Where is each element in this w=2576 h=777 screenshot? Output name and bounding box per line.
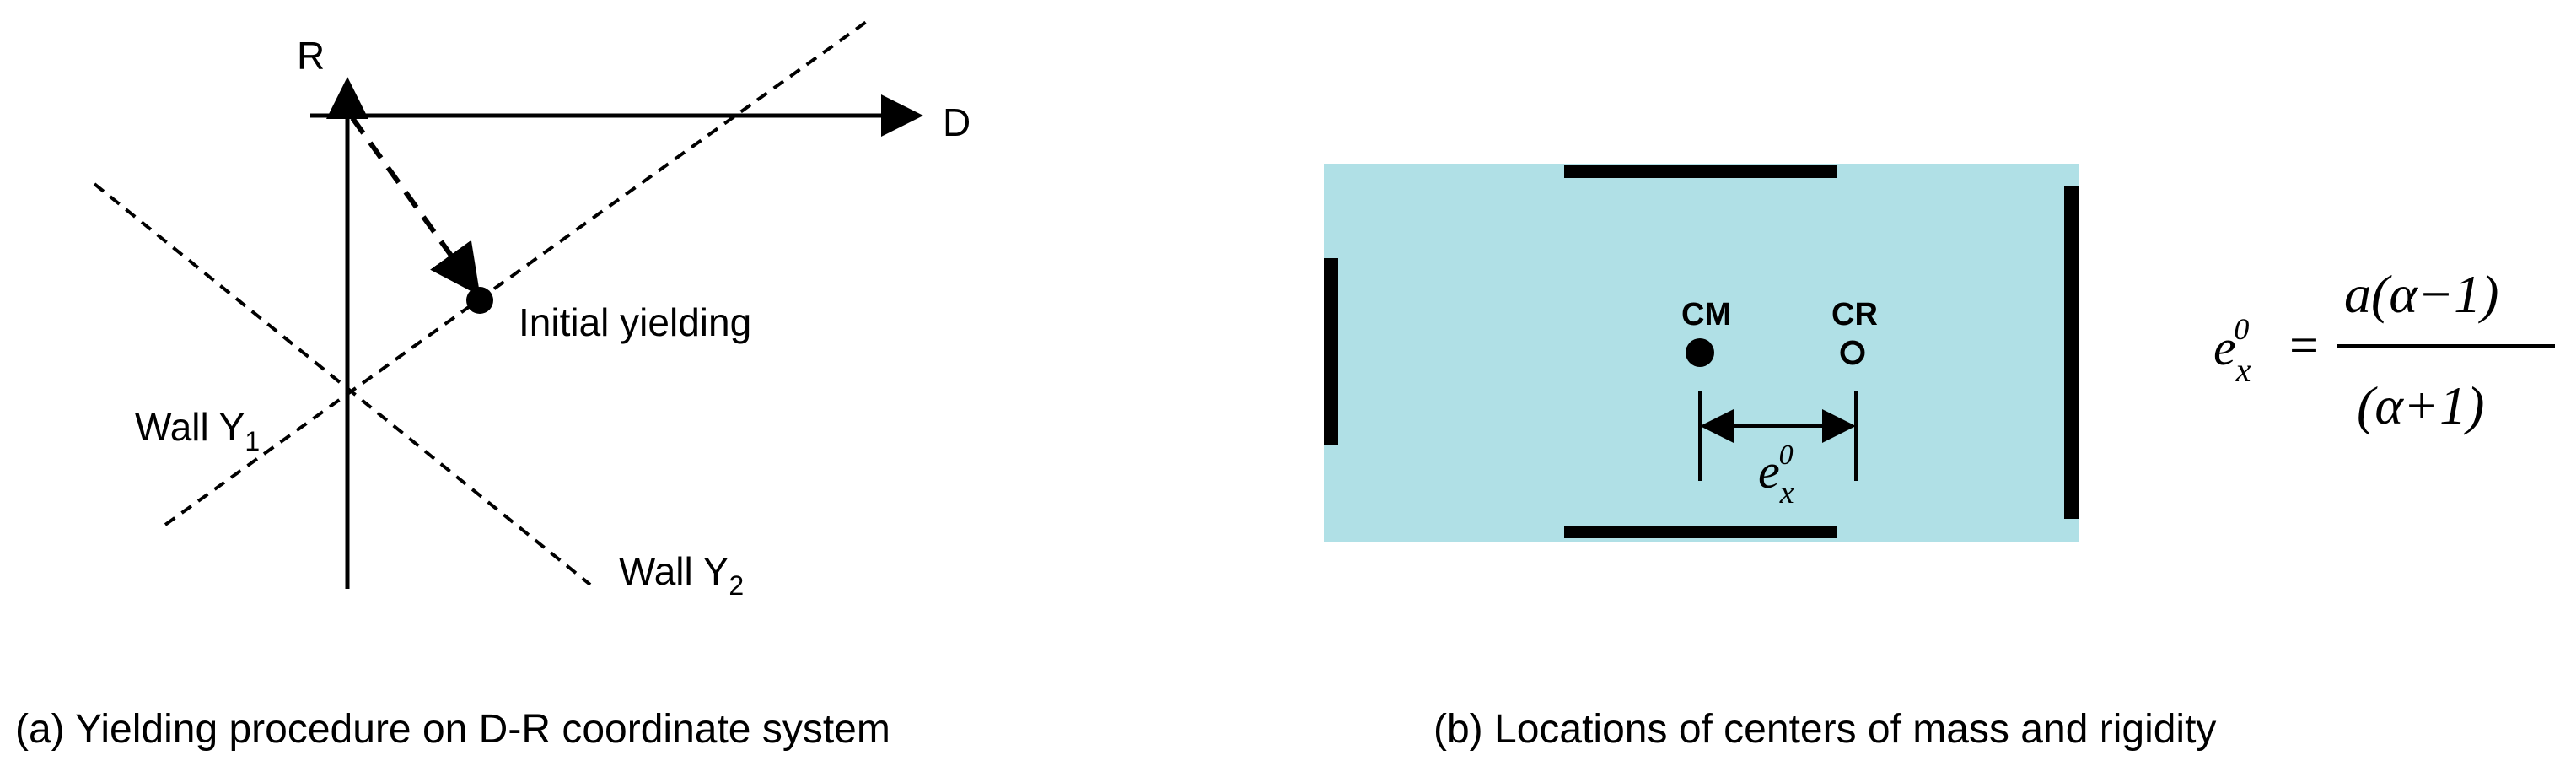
d-axis-label: D (943, 100, 971, 144)
equation-equals: = (2289, 317, 2319, 375)
wall-y1-line (164, 19, 870, 526)
equation-lhs-sup: 0 (2234, 312, 2249, 346)
wall-bottom (1564, 526, 1837, 538)
caption-a: (a) Yielding procedure on D-R coordinate… (15, 707, 890, 752)
wall-y2-subscript: 2 (729, 570, 744, 601)
center-of-rigidity-marker (1840, 340, 1865, 365)
wall-left (1324, 258, 1338, 445)
cm-label: CM (1681, 297, 1731, 332)
equation-lhs-sub: x (2235, 351, 2251, 389)
wall-y1-label: Wall Y1 (135, 405, 260, 456)
panel-a: R D Initial yielding Wall Y1 Wall Y2 (a)… (15, 19, 971, 752)
panel-b: CM CR ex0 (b) Locations of centers of ma… (1324, 164, 2216, 752)
wall-y2-label: Wall Y2 (619, 549, 744, 601)
eccentricity-equation: ex0 = a(α−1) (α+1) (2213, 264, 2555, 435)
eccentricity-dim-label: ex0 (1758, 440, 1794, 510)
equation-numerator: a(α−1) (2344, 264, 2498, 324)
yield-path-arrow (350, 116, 481, 296)
dim-label-sup: 0 (1779, 440, 1794, 471)
cr-label: CR (1831, 297, 1878, 332)
center-of-mass-marker (1686, 338, 1714, 367)
wall-right (2064, 186, 2079, 519)
wall-y2-line (93, 182, 592, 586)
dim-label-sub: x (1779, 475, 1794, 510)
wall-y1-subscript: 1 (245, 426, 260, 456)
r-axis-label: R (297, 34, 325, 78)
wall-top (1564, 165, 1837, 178)
caption-b: (b) Locations of centers of mass and rig… (1433, 707, 2216, 752)
initial-yielding-point (466, 287, 493, 314)
equation-lhs: ex0 (2213, 312, 2251, 389)
equation-denominator: (α+1) (2357, 375, 2484, 435)
initial-yielding-label: Initial yielding (519, 300, 751, 344)
